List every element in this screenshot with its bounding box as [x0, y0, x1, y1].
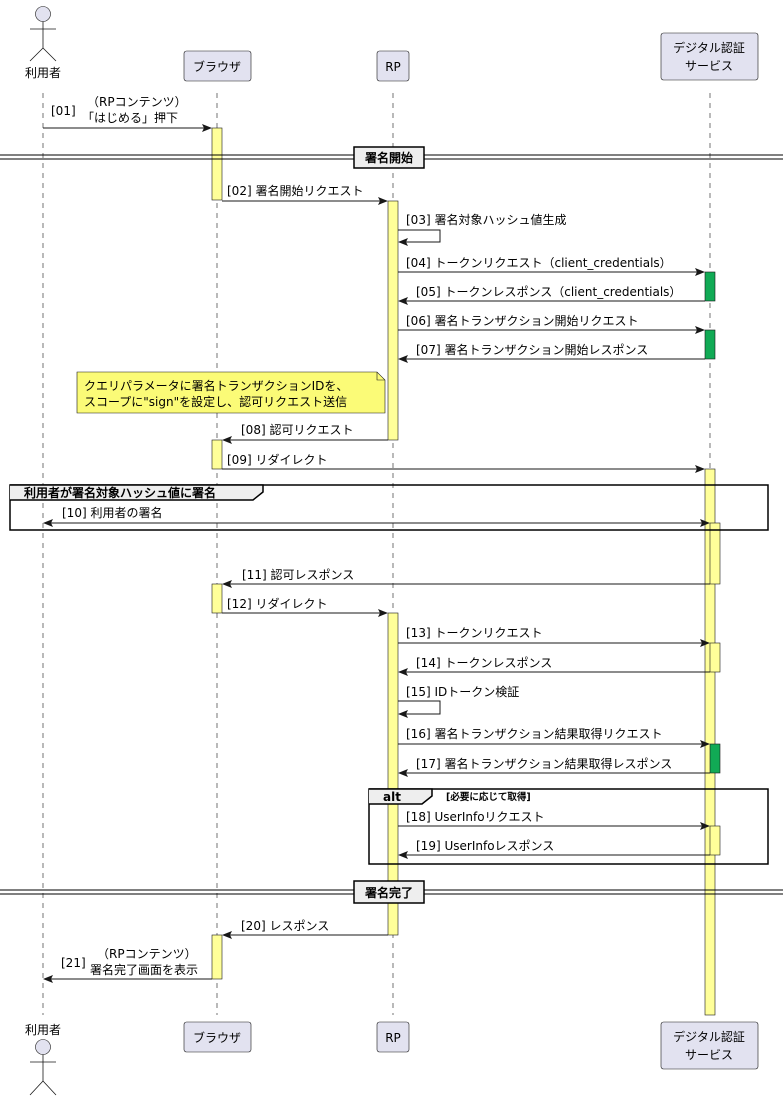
svg-text:（RPコンテンツ）: （RPコンテンツ） — [97, 947, 197, 961]
svg-text:[必要に応じて取得]: [必要に応じて取得] — [446, 791, 531, 803]
participant-browser-bottom: ブラウザ — [183, 1021, 252, 1053]
svg-text:[21]: [21] — [61, 956, 86, 970]
actor-user-top: 利用者 — [25, 6, 61, 80]
svg-text:[05] トークンレスポンス（client_credenti: [05] トークンレスポンス（client_credentials） — [416, 285, 681, 299]
message-08: [08] 認可リクエスト — [222, 422, 388, 444]
svg-text:[17] 署名トランザクション結果取得レスポンス: [17] 署名トランザクション結果取得レスポンス — [416, 756, 672, 771]
message-17: [17] 署名トランザクション結果取得レスポンス — [398, 756, 710, 777]
divider-sign-start: 署名開始 — [0, 146, 783, 169]
svg-text:[07] 署名トランザクション開始レスポンス: [07] 署名トランザクション開始レスポンス — [416, 342, 648, 357]
svg-text:サービス: サービス — [685, 59, 733, 73]
activation-browser-3 — [211, 583, 223, 614]
svg-text:[04] トークンリクエスト（client_credenti: [04] トークンリクエスト（client_credentials） — [406, 256, 672, 270]
activation-browser-4 — [211, 934, 223, 980]
svg-text:[02] 署名開始リクエスト: [02] 署名開始リクエスト — [227, 183, 363, 198]
svg-text:（RPコンテンツ）: （RPコンテンツ） — [87, 95, 187, 109]
message-07: [07] 署名トランザクション開始レスポンス — [398, 342, 705, 363]
svg-text:デジタル認証: デジタル認証 — [673, 40, 745, 55]
participant-dsa-top: デジタル認証 サービス — [660, 32, 759, 81]
svg-text:[08] 認可リクエスト: [08] 認可リクエスト — [241, 422, 353, 437]
svg-text:署名完了: 署名完了 — [364, 885, 413, 900]
svg-text:[16] 署名トランザクション結果取得リクエスト: [16] 署名トランザクション結果取得リクエスト — [406, 726, 662, 741]
svg-text:クエリパラメータに署名トランザクションIDを、: クエリパラメータに署名トランザクションIDを、 — [84, 378, 348, 393]
svg-text:RP: RP — [385, 1031, 401, 1045]
group-alt: alt [必要に応じて取得] — [368, 788, 769, 865]
svg-text:[01]: [01] — [51, 104, 76, 118]
svg-text:[19] UserInfoレスポンス: [19] UserInfoレスポンス — [416, 839, 554, 853]
svg-text:[15] IDトークン検証: [15] IDトークン検証 — [406, 685, 519, 699]
participant-rp-bottom: RP — [376, 1021, 410, 1053]
activation-dsa-4 — [709, 825, 721, 856]
activation-rp-2 — [387, 612, 399, 936]
svg-text:[03] 署名対象ハッシュ値生成: [03] 署名対象ハッシュ値生成 — [406, 212, 566, 227]
svg-text:[12] リダイレクト: [12] リダイレクト — [227, 596, 327, 611]
svg-text:[20] レスポンス: [20] レスポンス — [241, 919, 329, 933]
svg-text:デジタル認証: デジタル認証 — [673, 1029, 745, 1044]
activation-rp-1 — [387, 200, 399, 441]
message-01: [01] （RPコンテンツ） 「はじめる」押下 — [43, 95, 212, 132]
message-02: [02] 署名開始リクエスト — [222, 183, 388, 205]
svg-text:[06] 署名トランザクション開始リクエスト: [06] 署名トランザクション開始リクエスト — [406, 313, 638, 328]
svg-text:[09] リダイレクト: [09] リダイレクト — [227, 452, 327, 467]
svg-text:RP: RP — [385, 60, 401, 74]
message-13: [13] トークンリクエスト — [398, 626, 710, 647]
activation-dsa-green-1 — [704, 271, 716, 302]
message-03: [03] 署名対象ハッシュ値生成 — [398, 212, 566, 246]
message-20: [20] レスポンス — [222, 919, 388, 939]
message-12: [12] リダイレクト — [222, 596, 388, 617]
message-18: [18] UserInfoリクエスト — [398, 810, 710, 830]
message-05: [05] トークンレスポンス（client_credentials） — [398, 285, 705, 305]
activation-browser-2 — [211, 439, 223, 470]
message-06: [06] 署名トランザクション開始リクエスト — [398, 313, 705, 334]
divider-sign-complete: 署名完了 — [0, 880, 783, 904]
svg-text:[11] 認可レスポンス: [11] 認可レスポンス — [242, 567, 354, 582]
svg-text:利用者が署名対象ハッシュ値に署名: 利用者が署名対象ハッシュ値に署名 — [24, 485, 216, 500]
svg-text:alt: alt — [383, 790, 401, 804]
message-16: [16] 署名トランザクション結果取得リクエスト — [398, 726, 710, 748]
actor-user-bottom: 利用者 — [25, 1023, 61, 1096]
svg-text:署名開始: 署名開始 — [364, 150, 413, 165]
activation-dsa-3 — [709, 642, 721, 673]
message-19: [19] UserInfoレスポンス — [398, 839, 710, 859]
svg-text:[18] UserInfoリクエスト: [18] UserInfoリクエスト — [406, 810, 545, 824]
svg-text:サービス: サービス — [685, 1048, 733, 1062]
message-09: [09] リダイレクト — [222, 452, 705, 473]
activation-dsa-green-3 — [709, 743, 721, 774]
message-15: [15] IDトークン検証 — [398, 685, 519, 718]
message-11: [11] 認可レスポンス — [222, 567, 710, 588]
group-user-signs: 利用者が署名対象ハッシュ値に署名 — [9, 484, 769, 531]
svg-text:[14] トークンレスポンス: [14] トークンレスポンス — [416, 656, 552, 670]
activation-browser-1 — [211, 127, 223, 201]
svg-text:署名完了画面を表示: 署名完了画面を表示 — [90, 962, 198, 977]
note-authz-request: クエリパラメータに署名トランザクションIDを、 スコープに"sign"を設定し、… — [76, 371, 386, 414]
actor-user-label-top: 利用者 — [25, 66, 61, 80]
activation-dsa-2 — [709, 522, 721, 585]
svg-text:ブラウザ: ブラウザ — [193, 1030, 241, 1045]
svg-text:ブラウザ: ブラウザ — [193, 59, 241, 74]
svg-text:スコープに"sign"を設定し、認可リクエスト送信: スコープに"sign"を設定し、認可リクエスト送信 — [84, 394, 347, 409]
actor-user-label-bottom: 利用者 — [25, 1023, 61, 1037]
participant-rp-top: RP — [376, 50, 410, 82]
participant-browser-top: ブラウザ — [183, 50, 252, 82]
svg-text:[10] 利用者の署名: [10] 利用者の署名 — [62, 505, 162, 520]
activation-dsa-green-2 — [704, 329, 716, 360]
svg-text:[13] トークンリクエスト: [13] トークンリクエスト — [406, 626, 542, 640]
message-14: [14] トークンレスポンス — [398, 656, 710, 676]
message-21: [21] （RPコンテンツ） 署名完了画面を表示 — [43, 947, 212, 983]
participant-dsa-bottom: デジタル認証 サービス — [660, 1021, 759, 1070]
message-10: [10] 利用者の署名 — [43, 505, 710, 527]
svg-text:「はじめる」押下: 「はじめる」押下 — [82, 111, 178, 125]
message-04: [04] トークンリクエスト（client_credentials） — [398, 256, 705, 276]
